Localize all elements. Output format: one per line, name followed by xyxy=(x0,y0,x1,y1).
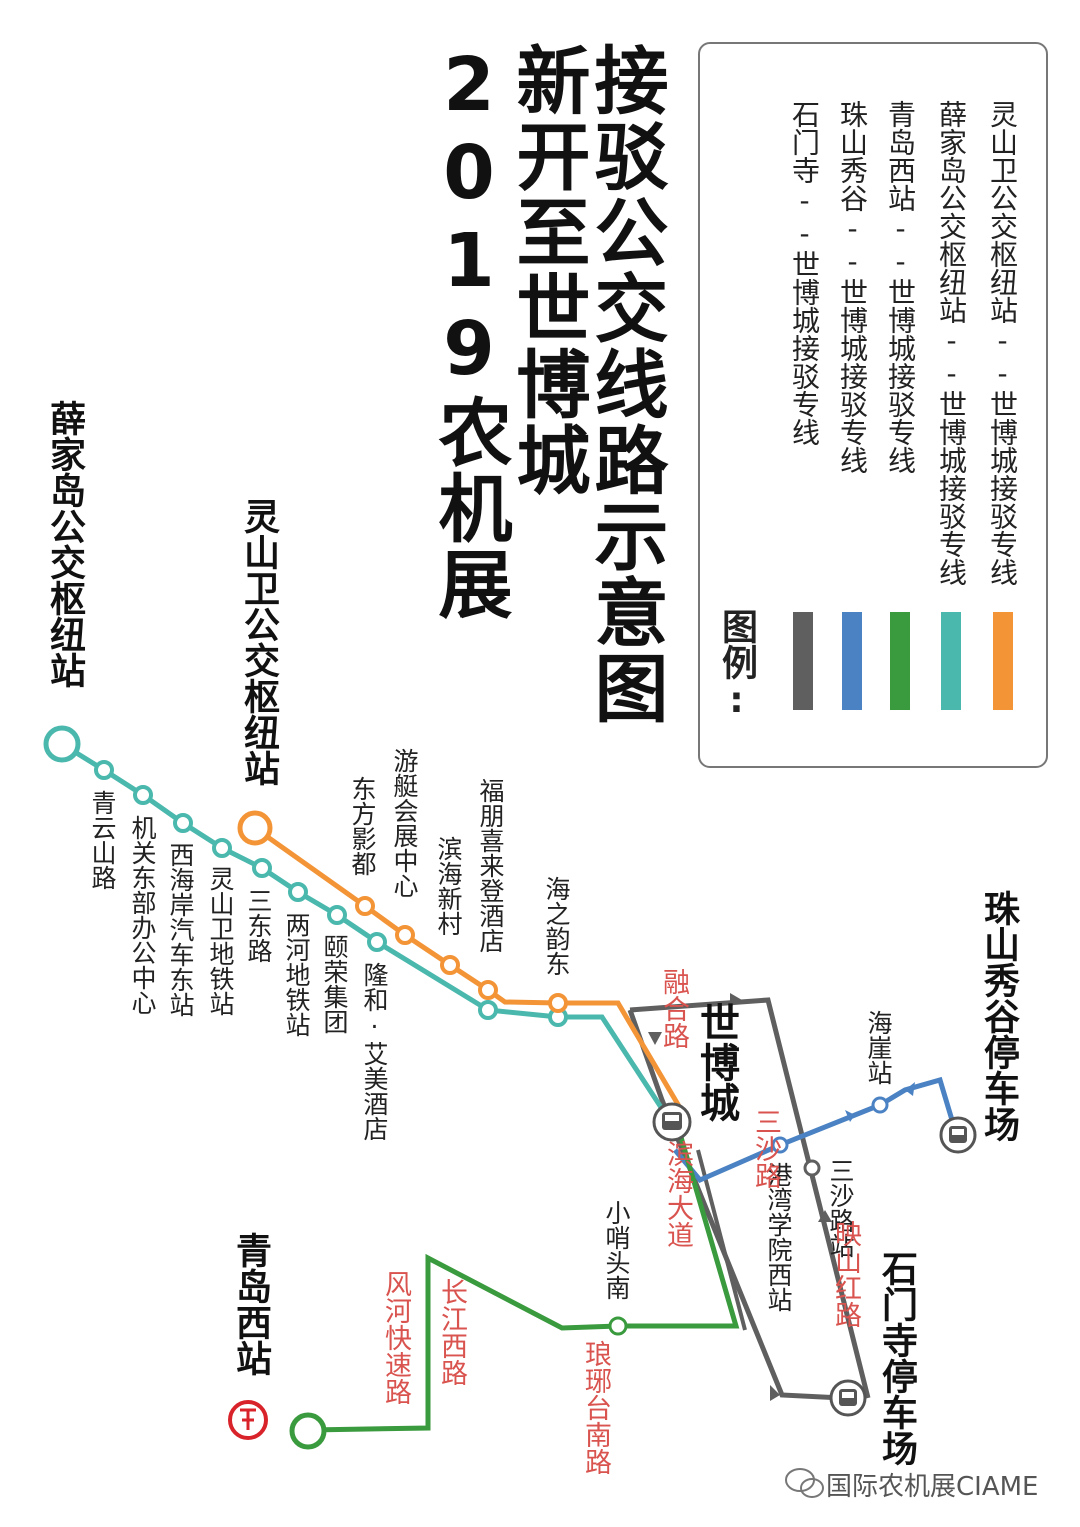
watermark: 国际农机展CIAME xyxy=(780,1466,1038,1503)
station-label: 西海岸汽车东站 xyxy=(166,842,195,1017)
bus-icon-zhushan xyxy=(939,1116,977,1154)
legend-swatch-green xyxy=(890,612,910,710)
gray-stop-sansha xyxy=(803,1159,821,1177)
title-line-3: 接驳公交线路示意图 xyxy=(582,42,668,726)
bus-icon-shimensi xyxy=(829,1379,867,1417)
orange-stop xyxy=(548,993,568,1013)
road-label: 融合路 xyxy=(658,968,689,1049)
road-label: 风河快速路 xyxy=(380,1270,411,1405)
station-label: 灵山卫地铁站 xyxy=(206,866,235,1016)
green-stop-xiaoshaotou xyxy=(608,1316,628,1336)
legend-heading: 图例: xyxy=(716,608,757,721)
legend-label-teal: 薛家岛公交枢纽站--世博城接驳专线 xyxy=(935,100,968,586)
teal-stop xyxy=(212,838,232,858)
teal-stop xyxy=(133,785,153,805)
station-label: 海之韵东 xyxy=(542,876,571,976)
teal-stop xyxy=(478,1000,498,1020)
legend-swatch-teal xyxy=(941,612,961,710)
station-label: 颐荣集团 xyxy=(320,934,349,1034)
station-label: 隆和·艾美酒店 xyxy=(360,962,389,1141)
title-line-1: 2019农机展 xyxy=(426,42,512,622)
orange-stop xyxy=(440,955,460,975)
teal-stop xyxy=(94,760,114,780)
road-label: 琅琊台南路 xyxy=(580,1340,611,1475)
hub-lingshanwei: 灵山卫公交枢纽站 xyxy=(238,498,279,786)
legend-swatch-orange xyxy=(993,612,1013,710)
teal-stop xyxy=(327,905,347,925)
station-label: 滨海新村 xyxy=(434,836,463,936)
blue-arrow xyxy=(905,1082,915,1096)
road-label: 滨海大道 xyxy=(662,1140,693,1248)
orange-stop xyxy=(355,896,375,916)
legend-swatch-blue xyxy=(842,612,862,710)
blue-stop-gangwan xyxy=(771,1136,789,1154)
hub-qingdaoxi: 青岛西站 xyxy=(230,1232,271,1376)
station-label: 东方影都 xyxy=(348,776,377,876)
green-route-line xyxy=(309,1119,740,1433)
station-label: 游艇会展中心 xyxy=(390,748,419,898)
station-label: 机关东部办公中心 xyxy=(128,815,157,1015)
station-label: 两河地铁站 xyxy=(282,912,311,1037)
title-line-2: 新开至世博城 xyxy=(504,42,590,498)
teal-stop xyxy=(173,813,193,833)
road-label: 三沙路 xyxy=(750,1108,781,1189)
gray-arrow-3 xyxy=(818,1210,832,1222)
gray-arrow-4 xyxy=(770,1385,780,1401)
station-label: 青云山路 xyxy=(88,790,117,890)
legend-label-green: 青岛西站--世博城接驳专线 xyxy=(884,100,917,474)
gray-arrow-2 xyxy=(730,993,742,1007)
wechat-icon xyxy=(785,1468,824,1498)
station-label: 小哨头南 xyxy=(602,1200,631,1300)
legend-box xyxy=(698,42,1048,768)
green-terminal-qingdaoxi xyxy=(289,1412,327,1450)
legend-label-orange: 灵山卫公交枢纽站--世博城接驳专线 xyxy=(986,100,1019,586)
teal-stop xyxy=(252,858,272,878)
blue-arrow-2 xyxy=(845,1110,855,1122)
orange-terminal-lingshanwei xyxy=(237,810,273,846)
road-label: 长江西路 xyxy=(436,1278,467,1386)
teal-stop xyxy=(288,882,308,902)
station-label: 三沙路站 xyxy=(826,1158,855,1258)
legend-label-blue: 珠山秀谷--世博城接驳专线 xyxy=(836,100,869,474)
road-label: 映山红路 xyxy=(830,1220,861,1328)
station-label: 港湾学院西站 xyxy=(764,1162,793,1312)
railway-station-icon xyxy=(228,1400,268,1440)
watermark-text: 国际农机展CIAME xyxy=(826,1472,1039,1502)
orange-stop xyxy=(395,925,415,945)
gray-arrow xyxy=(648,1032,662,1045)
hub-shibocheng: 世博城 xyxy=(693,1002,739,1122)
legend-label-gray: 石门寺--世博城接驳专线 xyxy=(788,100,821,446)
gray-route-line xyxy=(629,997,871,1399)
blue-stop-haiya xyxy=(871,1096,889,1114)
bus-icon-shibocheng xyxy=(652,1102,692,1142)
station-label: 福朋喜来登酒店 xyxy=(476,778,505,953)
teal-stop xyxy=(367,932,387,952)
hub-xuejiadao: 薛家岛公交枢纽站 xyxy=(44,400,85,688)
orange-stop xyxy=(478,980,498,1000)
teal-terminal-xuejiadao xyxy=(43,725,81,763)
legend-swatch-gray xyxy=(793,612,813,710)
hub-shimensi: 石门寺停车场 xyxy=(876,1250,917,1466)
station-label: 海崖站 xyxy=(864,1010,893,1085)
station-label: 三东路 xyxy=(244,888,273,963)
hub-zhushan: 珠山秀谷停车场 xyxy=(978,890,1019,1142)
